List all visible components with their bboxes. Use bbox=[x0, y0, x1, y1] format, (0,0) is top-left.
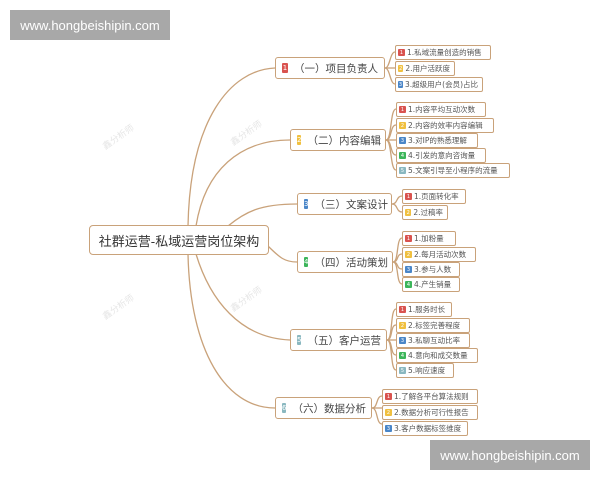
watermark-bottom: www.hongbeishipin.com bbox=[430, 440, 590, 470]
root-label: 社群运营-私域运营岗位架构 bbox=[98, 234, 260, 250]
watermark-top: www.hongbeishipin.com bbox=[10, 10, 170, 40]
priority-2-icon: 2 bbox=[297, 135, 302, 145]
leaf-node[interactable]: 1 1.私域流量创造的销售 bbox=[395, 45, 491, 60]
leaf-label: 3.私聊互动比率 bbox=[408, 336, 461, 345]
priority-1-icon: 1 bbox=[282, 63, 288, 73]
priority-3-icon: 3 bbox=[399, 337, 406, 344]
priority-3-icon: 3 bbox=[385, 425, 392, 432]
leaf-label: 5.文案引导至小程序的流量 bbox=[408, 166, 498, 175]
leaf-label: 1.服务时长 bbox=[408, 305, 446, 314]
leaf-label: 3.客户数据标签维度 bbox=[394, 424, 462, 433]
branch-node-event-planning[interactable]: 4 （四）活动策划 bbox=[297, 251, 393, 273]
leaf-label: 2.内容的效率内容编辑 bbox=[408, 121, 483, 130]
priority-4-icon: 4 bbox=[304, 257, 309, 267]
leaf-node[interactable]: 3 3.客户数据标签维度 bbox=[382, 421, 468, 436]
priority-1-icon: 1 bbox=[398, 49, 405, 56]
priority-1-icon: 1 bbox=[399, 306, 406, 313]
priority-4-icon: 4 bbox=[399, 152, 406, 159]
leaf-node[interactable]: 2 2.数据分析可行性报告 bbox=[382, 405, 478, 420]
leaf-node[interactable]: 1 1.服务时长 bbox=[396, 302, 452, 317]
leaf-label: 1.了解各平台算法规则 bbox=[394, 392, 469, 401]
branch-node-customer-operations[interactable]: 5 （五）客户运营 bbox=[290, 329, 387, 351]
priority-1-icon: 1 bbox=[405, 235, 412, 242]
leaf-node[interactable]: 1 1.加粉量 bbox=[402, 231, 456, 246]
priority-2-icon: 2 bbox=[399, 122, 406, 129]
leaf-label: 4.引发的意向咨询量 bbox=[408, 151, 476, 160]
branch-label: （五）客户运营 bbox=[307, 334, 381, 347]
leaf-label: 5.响应速度 bbox=[408, 366, 446, 375]
priority-3-icon: 3 bbox=[405, 266, 412, 273]
root-node[interactable]: 社群运营-私域运营岗位架构 bbox=[89, 225, 269, 255]
leaf-node[interactable]: 5 5.响应速度 bbox=[396, 363, 454, 378]
branch-node-copywriting[interactable]: 3 （三）文案设计 bbox=[297, 193, 392, 215]
priority-2-icon: 2 bbox=[405, 209, 412, 216]
priority-6-icon: 6 bbox=[282, 403, 287, 413]
priority-4-icon: 4 bbox=[405, 281, 412, 288]
leaf-label: 1.加粉量 bbox=[414, 234, 444, 243]
branch-label: （三）文案设计 bbox=[314, 198, 388, 211]
leaf-node[interactable]: 5 5.文案引导至小程序的流量 bbox=[396, 163, 510, 178]
leaf-label: 1.内容平均互动次数 bbox=[408, 105, 476, 114]
leaf-node[interactable]: 3 3.对IP的熟悉理解 bbox=[396, 133, 478, 148]
leaf-node[interactable]: 1 1.页面转化率 bbox=[402, 189, 466, 204]
branch-label: （一）项目负责人 bbox=[294, 62, 378, 75]
leaf-node[interactable]: 3 3.私聊互动比率 bbox=[396, 333, 470, 348]
leaf-label: 2.标签完善程度 bbox=[408, 321, 461, 330]
leaf-node[interactable]: 2 2.每月活动次数 bbox=[402, 247, 476, 262]
leaf-node[interactable]: 4 4.产生销量 bbox=[402, 277, 460, 292]
priority-5-icon: 5 bbox=[399, 367, 406, 374]
leaf-node[interactable]: 4 4.意向和成交数量 bbox=[396, 348, 478, 363]
priority-4-icon: 4 bbox=[399, 352, 406, 359]
priority-1-icon: 1 bbox=[399, 106, 406, 113]
priority-2-icon: 2 bbox=[385, 409, 392, 416]
leaf-label: 1.页面转化率 bbox=[414, 192, 459, 201]
leaf-node[interactable]: 4 4.引发的意向咨询量 bbox=[396, 148, 486, 163]
priority-5-icon: 5 bbox=[399, 167, 406, 174]
priority-2-icon: 2 bbox=[405, 251, 412, 258]
leaf-node[interactable]: 2 2.用户活跃度 bbox=[395, 61, 455, 76]
leaf-node[interactable]: 1 1.内容平均互动次数 bbox=[396, 102, 486, 117]
leaf-node[interactable]: 2 2.过稿率 bbox=[402, 205, 448, 220]
priority-3-icon: 3 bbox=[398, 81, 403, 88]
priority-2-icon: 2 bbox=[399, 322, 406, 329]
leaf-label: 3.对IP的熟悉理解 bbox=[408, 136, 467, 145]
leaf-label: 3.超级用户(会员)占比 bbox=[404, 80, 478, 89]
priority-3-icon: 3 bbox=[304, 199, 309, 209]
leaf-label: 2.每月活动次数 bbox=[414, 250, 467, 259]
priority-5-icon: 5 bbox=[297, 335, 302, 345]
branch-label: （六）数据分析 bbox=[292, 402, 366, 415]
priority-1-icon: 1 bbox=[385, 393, 392, 400]
leaf-node[interactable]: 2 2.标签完善程度 bbox=[396, 318, 470, 333]
leaf-label: 3.参与人数 bbox=[414, 265, 452, 274]
leaf-label: 2.用户活跃度 bbox=[405, 64, 450, 73]
priority-1-icon: 1 bbox=[405, 193, 412, 200]
priority-3-icon: 3 bbox=[399, 137, 406, 144]
branch-node-content-editing[interactable]: 2 （二）内容编辑 bbox=[290, 129, 386, 151]
branch-label: （四）活动策划 bbox=[314, 256, 388, 269]
leaf-node[interactable]: 2 2.内容的效率内容编辑 bbox=[396, 118, 494, 133]
branch-label: （二）内容编辑 bbox=[307, 134, 381, 147]
leaf-label: 2.数据分析可行性报告 bbox=[394, 408, 469, 417]
priority-2-icon: 2 bbox=[398, 65, 404, 72]
branch-node-project-lead[interactable]: 1 （一）项目负责人 bbox=[275, 57, 385, 79]
leaf-node[interactable]: 1 1.了解各平台算法规则 bbox=[382, 389, 478, 404]
leaf-label: 2.过稿率 bbox=[413, 208, 443, 217]
leaf-label: 4.意向和成交数量 bbox=[408, 351, 468, 360]
leaf-label: 4.产生销量 bbox=[414, 280, 452, 289]
leaf-label: 1.私域流量创造的销售 bbox=[407, 48, 482, 57]
branch-node-data-analysis[interactable]: 6 （六）数据分析 bbox=[275, 397, 372, 419]
leaf-node[interactable]: 3 3.超级用户(会员)占比 bbox=[395, 77, 483, 92]
leaf-node[interactable]: 3 3.参与人数 bbox=[402, 262, 460, 277]
